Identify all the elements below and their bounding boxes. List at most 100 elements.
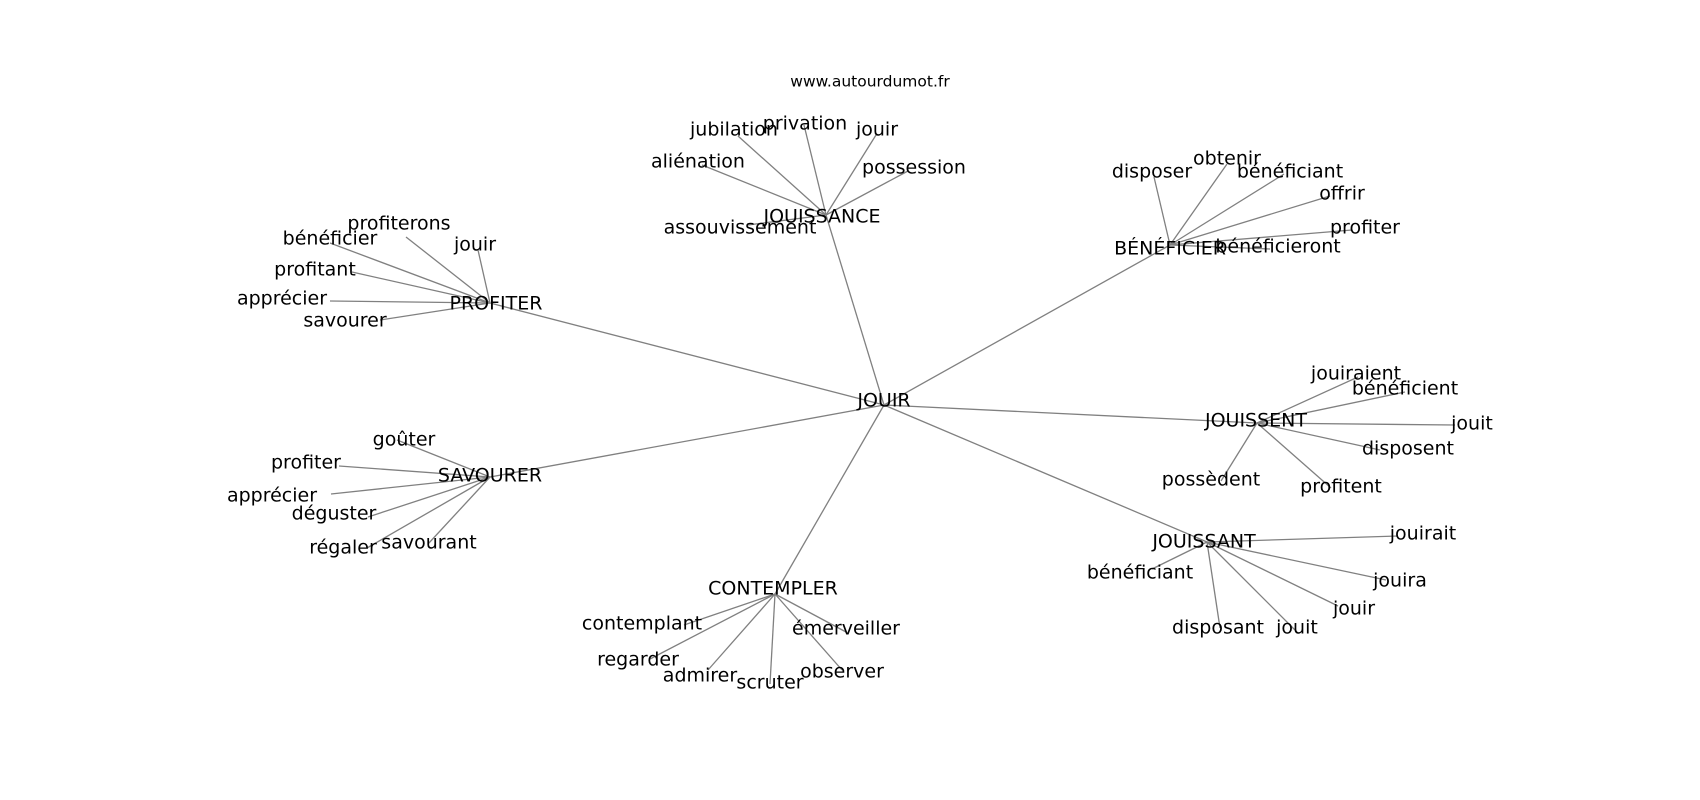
leaf-node-label: disposent	[1362, 438, 1454, 460]
leaf-node-label: déguster	[292, 503, 377, 525]
leaf-node-label: profiter	[1330, 217, 1400, 239]
edge-1-3	[1169, 195, 1331, 246]
leaf-node-label: obtenir	[1193, 148, 1261, 170]
edge-3-0	[1256, 376, 1359, 424]
leaf-node-label: offrir	[1319, 183, 1365, 205]
edge-center-2	[489, 302, 885, 406]
edge-1-4	[1169, 229, 1353, 246]
leaf-node-label: jubilation	[689, 119, 778, 141]
leaf-node-label: admirer	[663, 665, 738, 687]
edge-2-4	[329, 300, 491, 304]
leaf-node-label: jouira	[1372, 570, 1427, 592]
edge-0-5	[747, 214, 827, 226]
edge-5-3	[1206, 541, 1298, 633]
edge-3-1	[1256, 391, 1406, 424]
leaf-node-label: jouir	[855, 119, 898, 141]
edge-4-0	[396, 439, 491, 478]
leaf-node-label: jouit	[1450, 413, 1493, 435]
edge-center-3	[883, 404, 1258, 424]
edge-6-3	[769, 593, 776, 685]
hub-node-label: BÉNÉFICIER	[1114, 237, 1226, 260]
edge-center-6	[774, 404, 885, 595]
edge-5-5	[1151, 541, 1208, 570]
edge-5-0	[1206, 535, 1399, 543]
leaf-node-label: goûter	[373, 429, 436, 451]
leaf-node-label: assouvissement	[664, 217, 817, 239]
leaf-node-label: scruter	[736, 672, 803, 694]
edge-5-2	[1206, 541, 1339, 607]
edge-2-5	[379, 302, 491, 321]
leaf-node-label: savourant	[381, 532, 476, 554]
edge-6-5	[774, 593, 847, 633]
edge-4-3	[367, 476, 491, 518]
edge-1-2	[1169, 173, 1285, 246]
leaf-node-label: savourer	[303, 310, 387, 332]
watermark: www.autourdumot.fr	[790, 73, 950, 91]
edge-4-4	[366, 476, 491, 549]
edge-2-0	[405, 236, 491, 304]
graph-labels: www.autourdumot.fr JOUIR JOUISSANCE jubila…	[227, 73, 1493, 694]
leaf-node-label: profitent	[1300, 476, 1382, 498]
edge-3-5	[1220, 422, 1258, 482]
leaf-node-label: contemplant	[582, 613, 702, 635]
leaf-node-label: profiterons	[347, 213, 450, 235]
center-node-label: JOUIR	[856, 390, 910, 412]
edge-0-3	[825, 170, 909, 216]
edge-center-5	[883, 404, 1208, 543]
leaf-node-label: émerveiller	[792, 618, 900, 640]
edge-6-4	[774, 593, 843, 671]
hub-node-label: JOUISSANT	[1151, 531, 1256, 553]
leaf-node-label: régaler	[309, 537, 377, 559]
leaf-node-label: disposant	[1172, 617, 1264, 639]
hub-node-label: CONTEMPLER	[708, 578, 838, 600]
leaf-node-label: jouir	[1332, 598, 1375, 620]
edge-2-1	[477, 249, 491, 304]
leaf-node-label: bénéficient	[1352, 378, 1458, 400]
edge-1-0	[1153, 176, 1171, 246]
leaf-node-label: privation	[763, 113, 847, 135]
edge-2-3	[351, 271, 491, 304]
leaf-node-label: bénéficier	[283, 228, 378, 250]
leaf-node-label: regarder	[597, 649, 679, 671]
leaf-node-label: possession	[862, 157, 966, 179]
edge-3-4	[1256, 422, 1332, 489]
edge-0-1	[803, 124, 827, 216]
edge-3-2	[1256, 422, 1456, 426]
leaf-node-label: apprécier	[227, 485, 317, 507]
leaf-node-label: possèdent	[1162, 469, 1260, 491]
edge-5-1	[1206, 541, 1387, 581]
edge-3-3	[1256, 422, 1381, 451]
edge-center-4	[489, 404, 885, 478]
edge-6-0	[683, 593, 776, 626]
edge-4-5	[427, 476, 491, 545]
leaf-node-label: jouit	[1275, 617, 1318, 639]
leaf-node-label: disposer	[1112, 161, 1193, 183]
leaf-node-label: jouiraient	[1310, 363, 1401, 385]
leaf-node-label: bénéficieront	[1215, 236, 1340, 258]
edge-center-0	[825, 214, 885, 406]
hub-node-label: PROFITER	[450, 293, 543, 315]
edge-0-4	[701, 164, 827, 216]
edge-1-1	[1169, 163, 1228, 246]
edge-5-4	[1206, 541, 1221, 629]
edge-6-1	[649, 593, 776, 660]
hub-node-label: JOUISSENT	[1204, 410, 1307, 432]
leaf-node-label: profiter	[271, 452, 341, 474]
leaf-node-label: bénéficiant	[1237, 161, 1343, 183]
edge-0-2	[825, 134, 877, 216]
hub-node-label: JOUISSANCE	[762, 206, 880, 228]
edge-6-2	[707, 593, 776, 671]
leaf-node-label: profitant	[274, 259, 356, 281]
edge-4-2	[330, 476, 491, 495]
hub-node-label: SAVOURER	[438, 465, 542, 487]
leaf-node-label: apprécier	[237, 288, 327, 310]
graph-edges	[329, 124, 1456, 685]
leaf-node-label: aliénation	[651, 151, 745, 173]
edge-2-2	[329, 242, 491, 304]
edge-center-1	[883, 244, 1171, 406]
edge-0-0	[737, 135, 827, 216]
edge-1-5	[1169, 244, 1271, 250]
leaf-node-label: observer	[800, 661, 884, 683]
leaf-node-label: jouirait	[1389, 523, 1456, 545]
leaf-node-label: bénéficiant	[1087, 562, 1193, 584]
